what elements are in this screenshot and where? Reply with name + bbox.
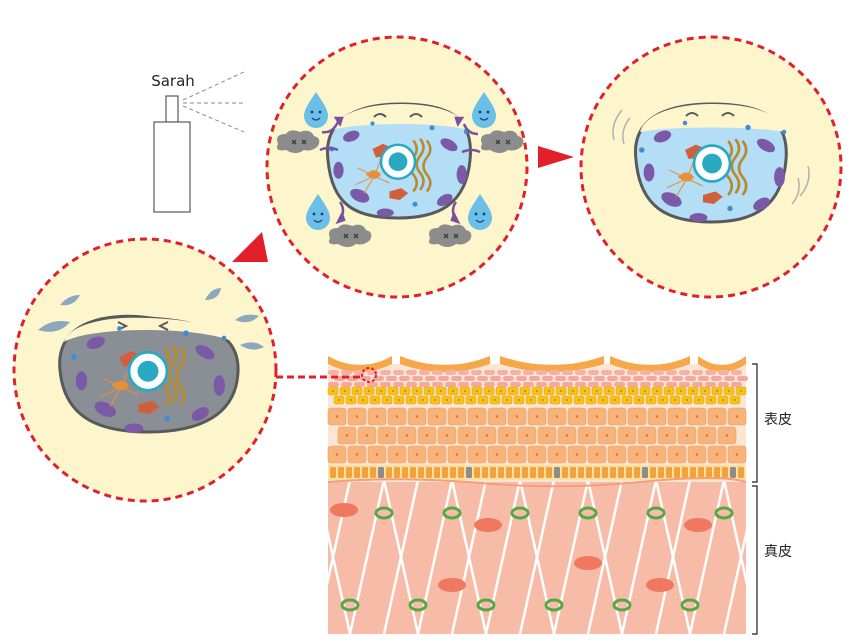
dermis-label: 真皮	[764, 544, 792, 560]
exchange-arrows-icon	[319, 116, 481, 225]
arrow-to-healthy-icon	[538, 146, 574, 168]
dull-cell-circle	[12, 237, 278, 503]
arrow-to-cleansing-icon	[232, 232, 268, 262]
epidermis-label: 表皮	[764, 412, 792, 428]
cleansing-cell-circle	[265, 35, 529, 299]
layer-brackets	[752, 363, 758, 635]
healthy-cell-circle	[579, 35, 843, 299]
skin-cross-section	[280, 356, 828, 635]
product-label: Sarah	[151, 72, 195, 90]
spray-bottle-icon	[153, 71, 246, 213]
evaporating-drops-icon	[38, 288, 264, 350]
vibration-lines-icon	[612, 109, 810, 205]
